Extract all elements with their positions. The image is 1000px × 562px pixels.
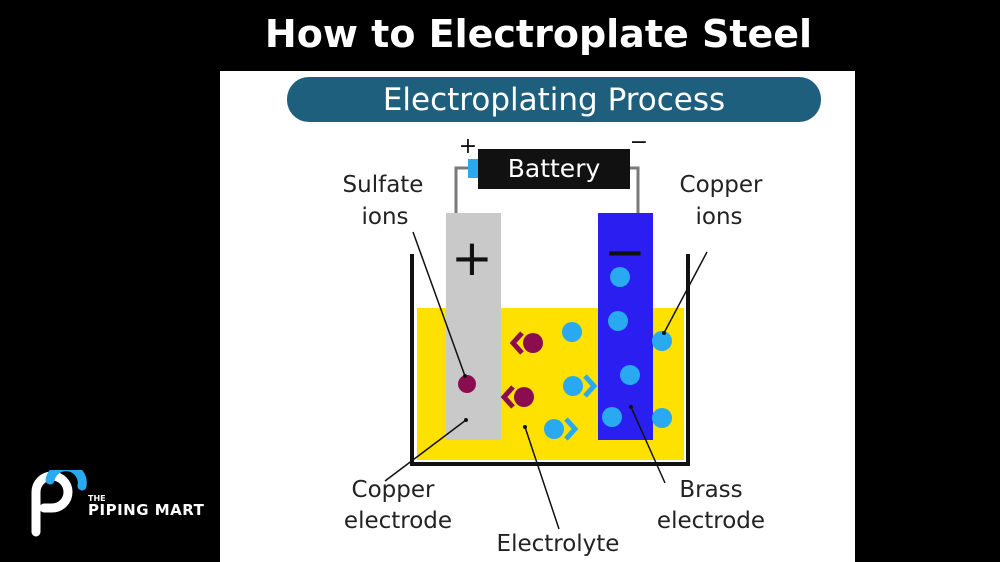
positive-wire: [454, 166, 473, 213]
copper-electrode-label-line1: Copper: [352, 477, 435, 503]
copper-ion: [608, 311, 628, 331]
pointer-dot: [464, 418, 468, 422]
pointer-dot: [629, 405, 633, 409]
brass-electrode-label-line2: electrode: [657, 508, 765, 534]
battery: [478, 149, 630, 189]
piping-mart-logo-icon: [31, 470, 87, 537]
pointer-dot: [662, 331, 666, 335]
tank: [410, 254, 690, 466]
copper-ion: [620, 365, 640, 385]
heading-bar: [287, 77, 821, 122]
battery-positive-cap: [468, 159, 478, 178]
copper-ion: [602, 407, 622, 427]
copper-electrode: [446, 213, 501, 440]
electrolyte-pointer: [524, 426, 560, 530]
moving-copper-ion: [563, 374, 598, 398]
brand-name: PIPING MART: [88, 501, 205, 519]
moving-sulfate-ion: [509, 331, 543, 355]
sulfate-ions-label-line1: Sulfate: [343, 172, 424, 198]
electroplating-diagram: Electroplating Process Battery + − + −: [287, 77, 821, 557]
brand-small-text: THE: [88, 494, 106, 503]
plus-terminal-sign: +: [459, 134, 477, 159]
moving-copper-ion: [544, 417, 579, 441]
copper-ion: [652, 331, 672, 351]
electrolyte-label: Electrolyte: [497, 531, 620, 557]
brass-electrode-label-line1: Brass: [679, 477, 742, 503]
diagram-heading: Electroplating Process: [383, 82, 725, 118]
negative-wire: [630, 166, 640, 213]
copper-ion: [562, 322, 582, 342]
copper-ion: [610, 267, 630, 287]
sulfate-ions-pointer: [412, 231, 466, 377]
pointer-dot: [523, 425, 527, 429]
brand-logo: THE PIPING MART: [30, 470, 204, 542]
copper-ion: [652, 408, 672, 428]
sulfate-ion: [458, 375, 476, 393]
anode-plus-sign: +: [451, 229, 493, 287]
copper-ions-pointer: [663, 251, 708, 334]
copper-electrode-pointer: [384, 419, 467, 482]
diagram-panel: Electroplating Process Battery + − + −: [220, 71, 855, 562]
brass-electrode-pointer: [630, 406, 666, 484]
copper-electrode-label-line2: electrode: [344, 508, 452, 534]
pointer-dot: [463, 374, 467, 378]
page-title: How to Electroplate Steel: [264, 12, 813, 56]
copper-ions-label-line2: ions: [695, 204, 742, 230]
copper-ions-label-line1: Copper: [680, 172, 763, 198]
battery-label: Battery: [508, 154, 601, 183]
sulfate-ions-label-line2: ions: [361, 204, 408, 230]
moving-sulfate-ion: [500, 385, 534, 409]
minus-terminal-sign: −: [630, 130, 648, 155]
